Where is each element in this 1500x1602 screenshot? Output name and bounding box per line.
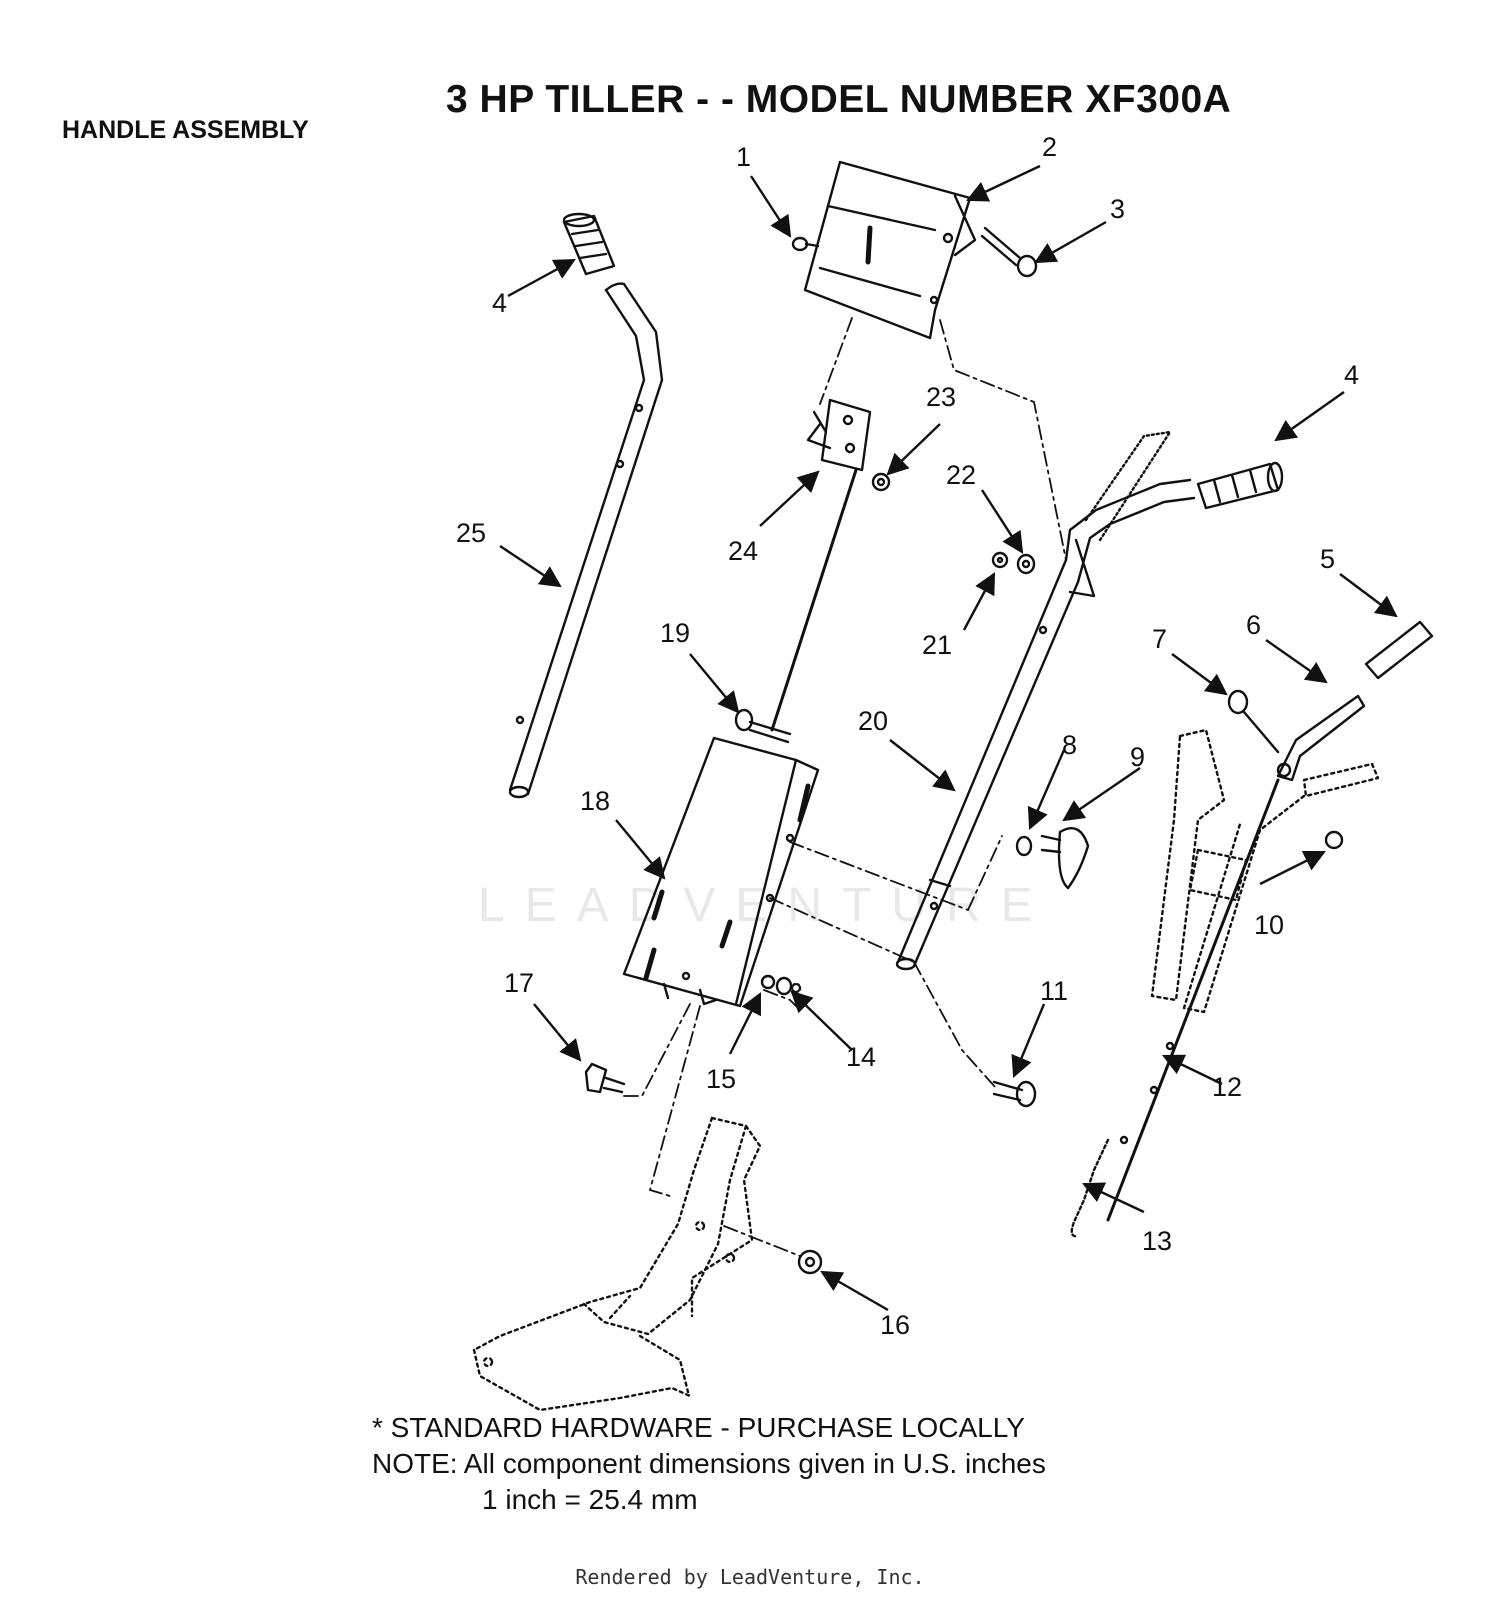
callout-23: 23 bbox=[926, 382, 957, 412]
right-grip-part bbox=[1196, 461, 1284, 510]
leader-24 bbox=[759, 470, 820, 527]
callout-20: 20 bbox=[858, 706, 889, 736]
leader-20 bbox=[889, 739, 956, 792]
leader-12 bbox=[1162, 1054, 1223, 1086]
mounting-plate-part bbox=[622, 736, 820, 1008]
washer-part-14 bbox=[775, 976, 802, 996]
callout-10: 10 bbox=[1254, 910, 1285, 940]
callout-17: 17 bbox=[504, 968, 535, 998]
handle-reference-dotted bbox=[1150, 728, 1380, 1014]
callout-2: 2 bbox=[1042, 132, 1058, 162]
callout-19: 19 bbox=[660, 618, 691, 648]
leader-4-right bbox=[1274, 391, 1345, 442]
callout-4-left: 4 bbox=[492, 288, 508, 318]
tiller-frame-dotted bbox=[472, 1116, 762, 1412]
left-grip-part bbox=[562, 212, 616, 276]
callout-3: 3 bbox=[1110, 194, 1126, 224]
dimensions-note: NOTE: All component dimensions given in … bbox=[372, 1446, 1046, 1482]
footer-credit: Rendered by LeadVenture, Inc. bbox=[575, 1565, 925, 1589]
leader-25 bbox=[499, 545, 562, 588]
page-title: 3 HP TILLER - - MODEL NUMBER XF300A bbox=[446, 78, 1232, 121]
callout-22: 22 bbox=[946, 460, 977, 490]
callout-16: 16 bbox=[880, 1310, 911, 1340]
callout-21: 21 bbox=[922, 630, 953, 660]
leader-15 bbox=[728, 992, 762, 1055]
leader-7 bbox=[1171, 653, 1228, 696]
callout-11: 11 bbox=[1040, 976, 1069, 1006]
callout-15: 15 bbox=[706, 1064, 737, 1094]
leader-4-left bbox=[507, 258, 576, 298]
bolt-part-17 bbox=[584, 1062, 626, 1094]
conversion-note: 1 inch = 25.4 mm bbox=[482, 1484, 698, 1515]
leader-17 bbox=[533, 1003, 582, 1062]
nut-part-23 bbox=[871, 472, 891, 492]
pin-part-7 bbox=[1227, 689, 1280, 754]
leader-21 bbox=[962, 572, 996, 631]
control-rod-part-12 bbox=[1106, 778, 1280, 1222]
screw-part-1 bbox=[791, 236, 820, 252]
callout-1: 1 bbox=[736, 142, 752, 172]
throttle-cable bbox=[770, 468, 858, 732]
left-handle-tube-part bbox=[508, 282, 664, 799]
nut-part-16 bbox=[797, 1249, 823, 1275]
standard-hardware-note: * STANDARD HARDWARE - PURCHASE LOCALLY bbox=[372, 1412, 1025, 1443]
lever-part-6 bbox=[1276, 694, 1366, 782]
leader-1 bbox=[749, 175, 792, 238]
leader-5 bbox=[1339, 573, 1398, 618]
callout-25: 25 bbox=[456, 518, 487, 548]
leader-arrows bbox=[499, 164, 1398, 1312]
washer-part-21 bbox=[991, 551, 1009, 569]
note-label: NOTE: bbox=[372, 1448, 458, 1479]
bracket-part-24 bbox=[806, 398, 872, 472]
callout-18: 18 bbox=[580, 786, 611, 816]
washer-part-22 bbox=[1016, 553, 1036, 575]
leader-23 bbox=[886, 423, 941, 476]
callout-6: 6 bbox=[1246, 610, 1262, 640]
leader-11 bbox=[1011, 1003, 1046, 1078]
callout-24: 24 bbox=[728, 536, 759, 566]
bolt-part-3 bbox=[980, 226, 1038, 278]
callout-9: 9 bbox=[1130, 742, 1146, 772]
leader-18 bbox=[615, 819, 666, 880]
right-handle-tube-part bbox=[895, 430, 1196, 971]
leader-2 bbox=[966, 164, 1041, 202]
leader-6 bbox=[1265, 639, 1328, 684]
nut-part-15 bbox=[760, 974, 776, 990]
nut-part-10 bbox=[1324, 830, 1344, 850]
leader-3 bbox=[1034, 220, 1107, 264]
leader-16 bbox=[820, 1270, 889, 1312]
callout-8: 8 bbox=[1062, 730, 1078, 760]
bolt-part-19 bbox=[734, 708, 792, 744]
lever-grip-part-5 bbox=[1364, 620, 1434, 680]
leader-22 bbox=[980, 489, 1024, 554]
callout-7: 7 bbox=[1152, 624, 1168, 654]
leader-10 bbox=[1259, 850, 1326, 886]
section-title: HANDLE ASSEMBLY bbox=[62, 116, 309, 144]
callout-14: 14 bbox=[846, 1042, 877, 1072]
washer-part-8 bbox=[1015, 835, 1033, 857]
spring-part-13 bbox=[1070, 1138, 1110, 1238]
leader-9 bbox=[1062, 767, 1141, 822]
callout-13: 13 bbox=[1142, 1226, 1173, 1256]
knob-part-9 bbox=[1040, 827, 1090, 890]
callout-4-right: 4 bbox=[1344, 360, 1360, 390]
callout-5: 5 bbox=[1320, 544, 1336, 574]
note-text: All component dimensions given in U.S. i… bbox=[463, 1448, 1046, 1479]
leader-14 bbox=[790, 990, 853, 1051]
control-panel-part bbox=[803, 160, 977, 340]
assembly-reference-lines bbox=[623, 317, 1067, 1257]
callout-12: 12 bbox=[1212, 1072, 1243, 1102]
leader-19 bbox=[689, 653, 740, 714]
notes-block: * STANDARD HARDWARE - PURCHASE LOCALLY N… bbox=[372, 1410, 1046, 1518]
bolt-part-11 bbox=[992, 1080, 1037, 1108]
leader-13 bbox=[1082, 1182, 1145, 1214]
leader-8 bbox=[1027, 749, 1066, 830]
